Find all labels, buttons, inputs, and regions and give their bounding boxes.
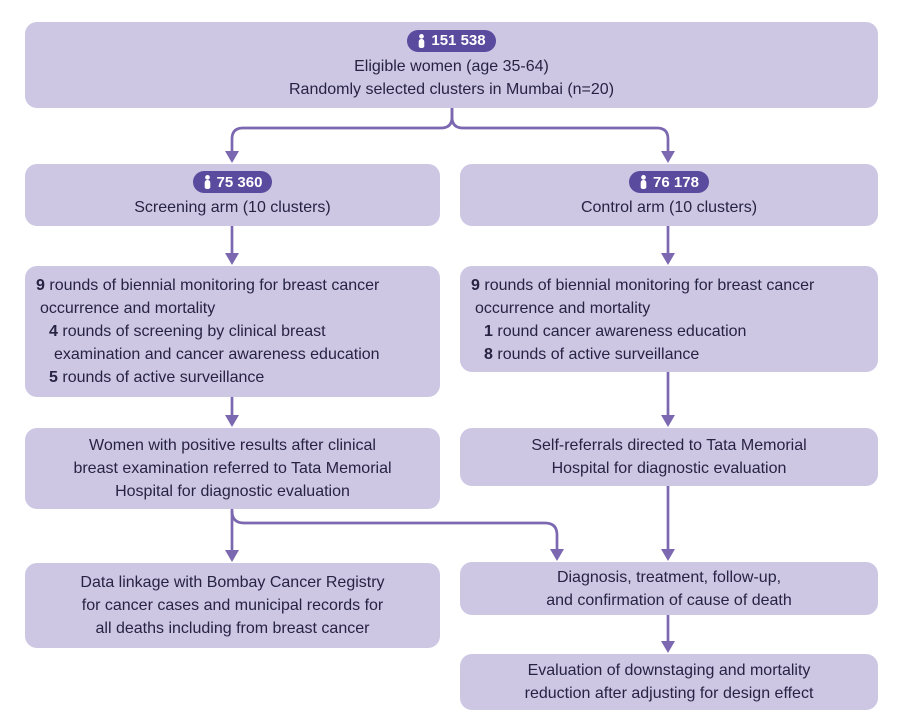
control-referral-arrowhead [661,549,675,561]
data-linkage-line: Data linkage with Bombay Cancer Registry [80,574,385,591]
screening-arm-arrowhead [225,253,239,265]
control-referral-box: Self-referrals directed to Tata Memorial… [460,428,878,486]
screening-arm-label: Screening arm (10 clusters) [134,199,331,216]
round-count: 5 [49,369,58,386]
control-arm-label: Control arm (10 clusters) [580,199,758,216]
diagnosis-box: Diagnosis, treatment, follow-up, and con… [460,562,878,615]
fork-right-connector [450,108,670,151]
referral-line: breast examination referred to Tata Memo… [73,460,392,477]
data-linkage-box: Data linkage with Bombay Cancer Registry… [25,563,440,648]
evaluation-line: Evaluation of downstaging and mortality [527,662,811,679]
round-text: occurrence and mortality [475,300,651,317]
evaluation-box: Evaluation of downstaging and mortality … [460,654,878,710]
referral-line: Women with positive results after clinic… [89,437,376,454]
referral-line: Hospital for diagnostic evaluation [551,460,787,477]
referral-line: Self-referrals directed to Tata Memorial [531,437,807,454]
round-count: 8 [484,346,493,363]
fork-right-arrowhead [661,151,675,163]
eligible-count-badge: 151 538 [407,29,496,52]
round-text: round cancer awareness education [497,323,747,340]
round-count: 9 [471,277,480,294]
eligible-line-1: Eligible women (age 35-64) [354,57,549,75]
diagnosis-line: Diagnosis, treatment, follow-up, [556,568,782,586]
data-linkage-line: all deaths including from breast cancer [95,620,370,637]
screening-referral-arrowhead [225,550,239,562]
person-icon [419,33,425,48]
fork-left-arrowhead [225,151,239,163]
monitoring-line: examination and cancer awareness educati… [31,343,434,366]
eligible-line-2: Randomly selected clusters in Mumbai (n=… [288,80,615,98]
data-linkage-line: for cancer cases and municipal records f… [81,597,384,614]
round-count: 1 [484,323,493,340]
screening-arm-box: 75 360 Screening arm (10 clusters) [25,164,440,226]
control-arm-count: 76 178 [653,173,699,191]
round-text: rounds of active surveillance [497,346,700,363]
control-arm-arrowhead [661,253,675,265]
round-text: rounds of biennial monitoring for breast… [484,277,815,294]
fork-left-connector [230,108,454,151]
screening-to-diagnosis-arrowhead [550,549,564,561]
screening-to-diagnosis-connector [230,510,559,549]
round-text: occurrence and mortality [40,300,216,317]
control-monitoring-arrowhead [661,415,675,427]
person-icon [640,175,647,189]
eligible-count: 151 538 [431,32,486,49]
round-count: 4 [49,323,58,340]
diagnosis-arrowhead [661,641,675,653]
screening-referral-box: Women with positive results after clinic… [25,428,440,509]
round-text: rounds of screening by clinical breast [62,323,326,340]
screening-arm-count: 75 360 [216,173,263,191]
control-arm-count-badge: 76 178 [629,171,709,193]
screening-arm-count-badge: 75 360 [192,171,273,193]
monitoring-line: occurrence and mortality [31,297,434,320]
round-text: rounds of biennial monitoring for breast… [49,277,380,294]
monitoring-line: occurrence and mortality [466,297,872,320]
control-arm-box: 76 178 Control arm (10 clusters) [460,164,878,226]
person-icon [204,175,210,189]
round-count: 9 [36,277,45,294]
diagnosis-line: and confirmation of cause of death [546,591,792,609]
screening-monitoring-arrowhead [225,415,239,427]
round-text: examination and cancer awareness educati… [54,346,380,363]
round-text: rounds of active surveillance [62,369,265,386]
evaluation-line: reduction after adjusting for design eff… [524,685,814,702]
eligible-box: 151 538 Eligible women (age 35-64) Rando… [25,22,878,108]
referral-line: Hospital for diagnostic evaluation [115,483,350,500]
